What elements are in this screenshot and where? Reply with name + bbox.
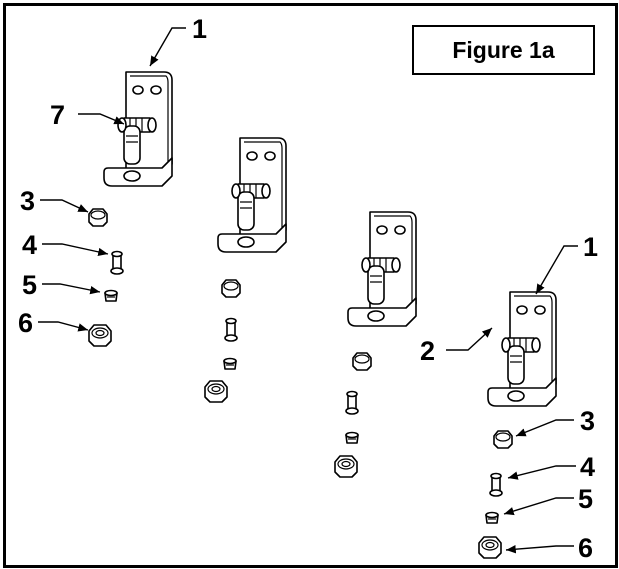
callout-6-left: 6	[18, 308, 33, 338]
leader-2	[446, 327, 493, 351]
cap-nut-col1	[88, 324, 112, 347]
leader-6-left	[38, 321, 89, 332]
sleeve-col2	[224, 317, 238, 342]
ferrule-col3	[345, 431, 359, 444]
leader-5-left	[42, 283, 101, 295]
leader-6-right	[505, 545, 574, 554]
leader-1-right	[535, 245, 578, 295]
callout-5-left: 5	[22, 270, 37, 300]
ferrule-col4	[485, 511, 499, 524]
cap-nut-col3	[334, 455, 358, 478]
sleeve-col3	[345, 390, 359, 415]
callout-5-right: 5	[578, 484, 593, 514]
callout-7: 7	[50, 100, 65, 130]
bracket-assembly-1	[103, 71, 173, 187]
bracket-assembly-2	[217, 137, 287, 253]
callout-1-top: 1	[192, 14, 207, 44]
callout-3-left: 3	[20, 186, 35, 216]
callout-6-right: 6	[578, 533, 593, 563]
callout-4-left: 4	[22, 230, 37, 260]
callout-3-right: 3	[580, 406, 595, 436]
nut-col4	[493, 430, 513, 449]
nut-col3	[352, 352, 372, 371]
leader-7	[78, 113, 125, 125]
callout-2: 2	[420, 336, 435, 366]
sleeve-col4	[489, 472, 503, 497]
bracket-assembly-4	[487, 291, 557, 407]
cap-nut-col2	[204, 380, 228, 403]
leader-4-right	[507, 465, 576, 480]
ferrule-col2	[223, 357, 237, 370]
diagram-frame	[3, 3, 618, 568]
figure-title: Figure 1a	[452, 36, 555, 63]
callout-1-right: 1	[583, 232, 598, 262]
callout-4-right: 4	[580, 452, 595, 482]
leader-5-right	[503, 497, 574, 516]
leader-4-left	[42, 243, 109, 257]
cap-nut-col4	[478, 536, 502, 559]
ferrule-col1	[104, 289, 118, 302]
leader-3-right	[515, 419, 574, 437]
leader-1-top	[149, 27, 186, 67]
sleeve-col1	[110, 250, 124, 275]
nut-col1	[88, 208, 108, 227]
bracket-assembly-3	[347, 211, 417, 327]
nut-col2	[221, 279, 241, 298]
figure-title-box: Figure 1a	[412, 25, 595, 75]
leader-3-left	[40, 199, 89, 213]
